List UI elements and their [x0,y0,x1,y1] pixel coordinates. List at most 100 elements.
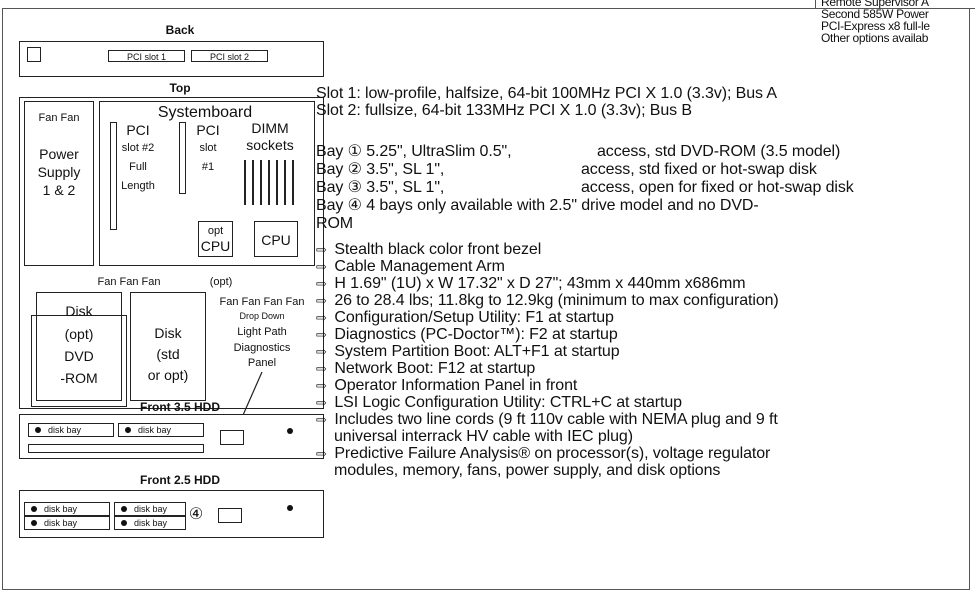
arrow-icon: ⇨ [316,378,327,393]
opt-cpu-box [198,221,233,257]
back-slot-1-label: PCI slot 1 [126,52,166,62]
front35-operator-panel [220,430,244,445]
front35-disk-bay: disk bay [118,423,204,437]
arrow-icon: ⇨ [316,242,327,257]
back-port [27,47,41,62]
power-led [287,428,293,434]
pci1-label: PCI [196,122,220,138]
feature-item: ⇨ Operator Information Panel in front [316,378,577,394]
systemboard-label: Systemboard [157,104,253,121]
bay-label: Bay ② 3.5", SL 1", [316,161,445,178]
bay-dot [31,520,37,526]
dvd-label: -ROM [60,370,98,386]
opt-label: (opt) [209,276,233,288]
bay-spec: Bay ① 5.25", UltraSlim 0.5", [316,144,512,160]
cpu-box [254,221,298,257]
disk-bay-left [36,292,122,401]
power-led [287,505,293,511]
bay-spec: Bay ③ 3.5", SL 1", [316,180,444,196]
arrow-icon: ⇨ [316,446,327,461]
feature-item: ⇨ Cable Management Arm [316,259,505,275]
slot-spec: Slot 1: low-profile, halfsize, 64-bit 10… [316,85,777,102]
arrow-icon: ⇨ [316,293,327,308]
panel-label: Diagnostics [233,342,291,354]
opt-cpu-label: opt [207,225,224,237]
bay-dot [31,506,37,512]
bay4-spec-cont: ROM [316,215,354,232]
disk-bay-std [130,292,206,401]
feature-item: ⇨ Configuration/Setup Utility: F1 at sta… [316,310,614,326]
top-note-mask [820,0,975,8]
back-title: Back [165,23,195,37]
cpu-label: CPU [261,232,291,248]
dimm-label: DIMM [251,120,289,136]
disk-bay-label: disk bay [44,503,78,514]
front25-disk-bay: disk bay [24,516,110,530]
bay-access: access, std fixed or hot-swap disk [581,161,817,178]
feature-text: Network Boot: F12 at startup [334,360,536,377]
dvd-bay-box [31,315,127,407]
arrow-icon: ⇨ [316,310,327,325]
top-note: Second 585W Power [821,7,929,21]
bay-dot [121,520,127,526]
fan-label: Fan Fan [38,112,80,124]
feature-text-cont: modules, memory, fans, power supply, and… [334,462,721,479]
feature-text: Configuration/Setup Utility: F1 at start… [334,309,614,326]
top-title: Top [169,81,191,95]
feature-item: ⇨ Stealth black color front bezel [316,242,541,258]
dimm-socket [268,160,270,205]
bay-dot [125,427,131,433]
pci1-label: #1 [201,161,215,173]
dimm-label: sockets [246,137,294,153]
panel-label: Light Path [237,326,287,338]
feature-item: ⇨ Network Boot: F12 at startup [316,361,535,377]
front25-disk-bay: disk bay [114,502,186,516]
bay4-spec: Bay ④ 4 bays only available with 2.5" dr… [316,197,759,214]
dvd-label: DVD [64,348,94,364]
arrow-icon: ⇨ [316,361,327,376]
opt-cpu-label: CPU [200,238,231,254]
disk-bay-label: disk bay [134,503,168,514]
disk-bay-label: disk bay [138,424,172,435]
feature-item: ⇨ H 1.69" (1U) x W 17.32" x D 27"; 43mm … [316,276,746,292]
front25-operator-panel [218,508,242,523]
pci-slot-1-bar [179,122,186,194]
bay-spec: Bay ② 3.5", SL 1", [316,162,444,178]
disk-bay-label: disk bay [44,517,78,528]
disk-std-label: Disk [154,325,182,341]
front35-disk-bay: disk bay [28,423,114,437]
disk-label: Disk [65,303,93,319]
pci2-label: slot #2 [121,142,155,154]
back-panel [19,41,324,77]
front35-title: Front 3.5 HDD [139,400,220,414]
back-slot-1: PCI slot 1 [108,50,185,62]
power-supply-box [24,101,94,266]
arrow-icon: ⇨ [316,276,327,291]
bay-dot [121,506,127,512]
arrow-icon: ⇨ [316,259,327,274]
top-note: Remote Supervisor A [821,0,929,9]
power-label: Power [39,146,79,162]
bay4-marker: ④ [188,506,204,523]
top-note: PCI-Express x8 full-le [821,19,930,33]
bay-access: access, open for fixed or hot-swap disk [581,179,854,196]
disk-std-label: or opt) [147,367,189,383]
bay-label: Bay ③ 3.5", SL 1", [316,179,445,196]
back-slot-2: PCI slot 2 [191,50,268,62]
disk-bay-label: disk bay [48,424,82,435]
pci-slot-2-bar [110,122,117,230]
dimm-socket [252,160,254,205]
pci2-label: PCI [126,122,150,138]
top-note: Other options availab [821,31,929,45]
feature-text: LSI Logic Configuration Utility: CTRL+C … [334,394,682,411]
front25-disk-bay: disk bay [24,502,110,516]
feature-text: Stealth black color front bezel [334,241,542,258]
feature-text: Diagnostics (PC-Doctor™): F2 at startup [334,326,618,343]
page-frame [2,8,970,590]
front25-disk-bay: disk bay [114,516,186,530]
feature-item: ⇨ LSI Logic Configuration Utility: CTRL+… [316,395,682,411]
arrow-icon: ⇨ [316,327,327,342]
dimm-socket [276,160,278,205]
disk-bay-label: disk bay [134,517,168,528]
pci2-label: Length [121,180,155,192]
